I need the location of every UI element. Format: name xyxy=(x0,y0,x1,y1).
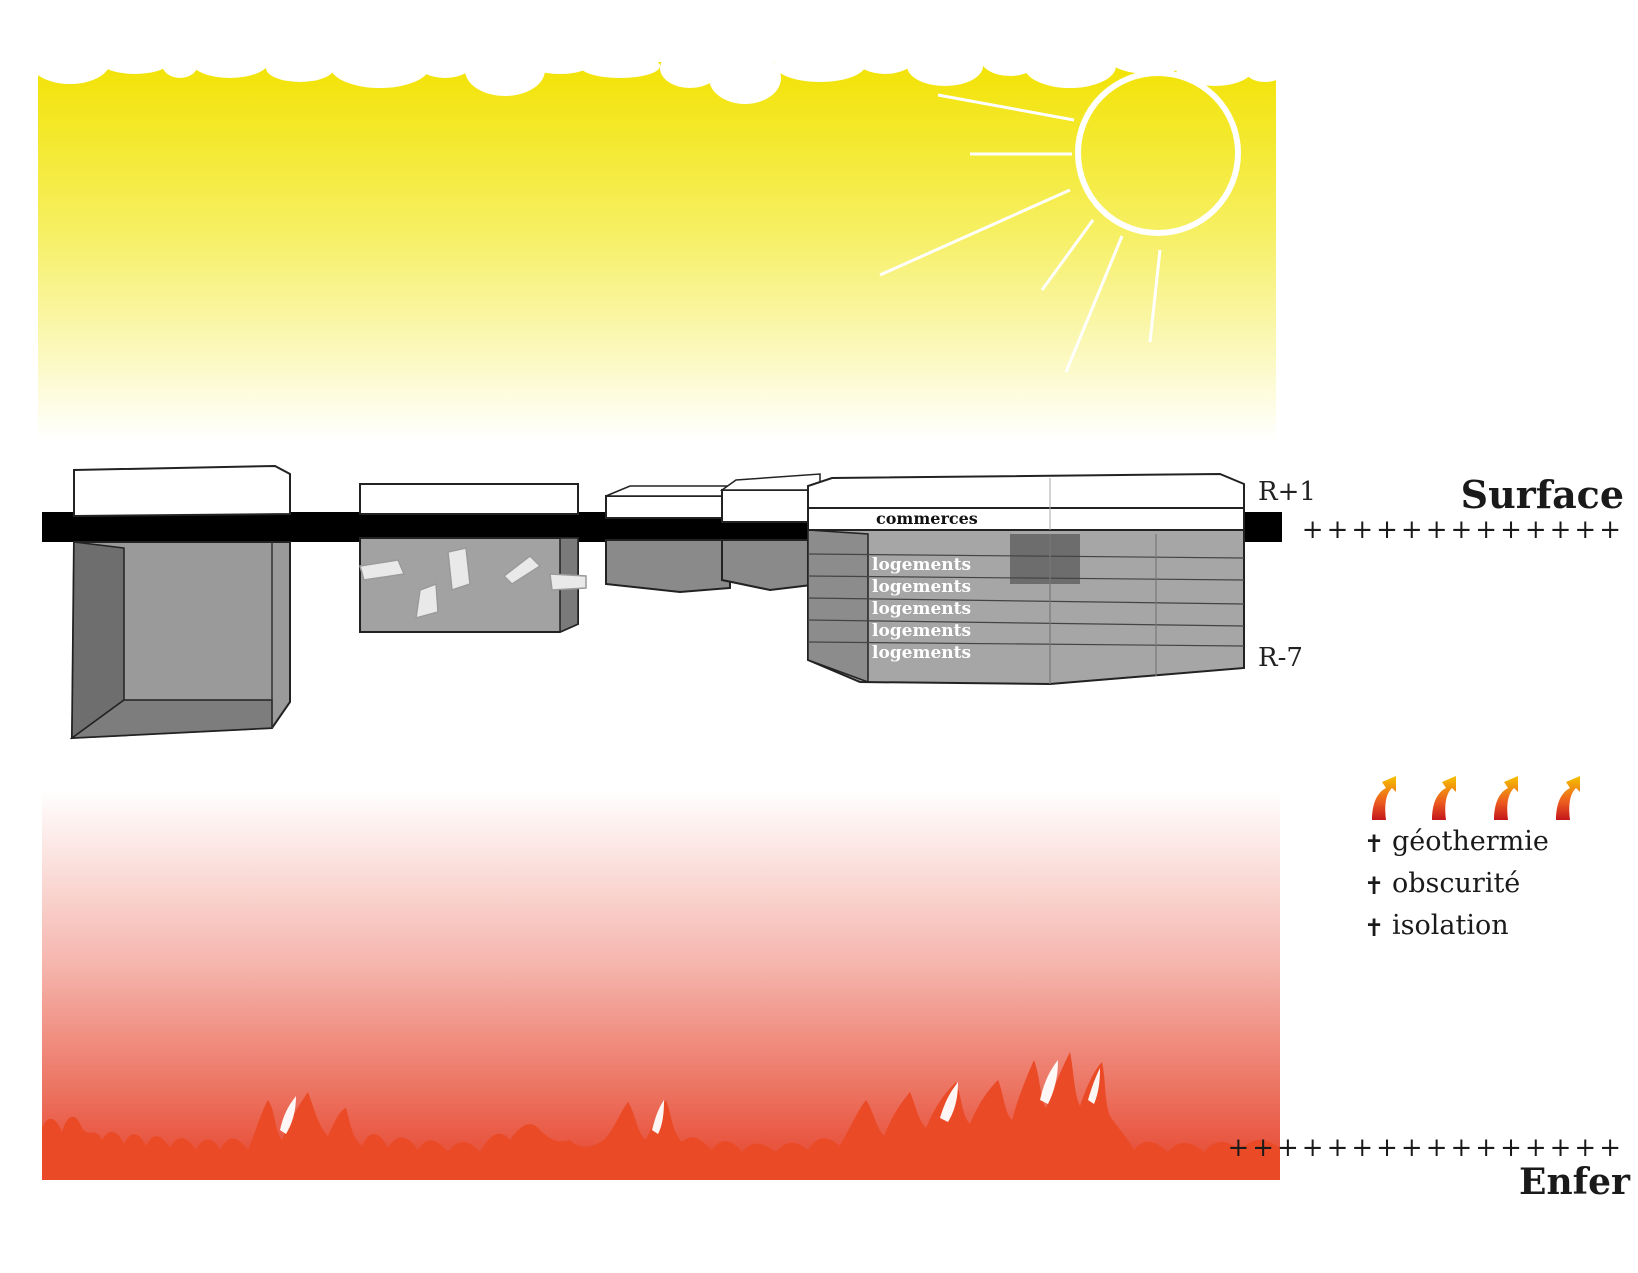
hell xyxy=(42,790,1280,1180)
logements-label: logements xyxy=(872,555,971,575)
logements-label: logements xyxy=(872,643,971,663)
sky xyxy=(30,0,1290,440)
level-r-minus-7: R-7 xyxy=(1258,643,1303,673)
surface-crosses: +++++++++++++ xyxy=(1302,515,1624,545)
cross-icon: ✝ xyxy=(1364,830,1384,858)
logements-label: logements xyxy=(872,577,971,597)
level-r-plus-1: R+1 xyxy=(1258,477,1316,507)
building-2 xyxy=(359,483,587,634)
flame-highlights xyxy=(280,1060,1100,1134)
enfer-crosses: ++++++++++++++++ xyxy=(1227,1133,1624,1163)
enfer-title: Enfer xyxy=(1519,1161,1631,1203)
logements-label: logements xyxy=(872,599,971,619)
logements-label: logements xyxy=(872,621,971,641)
building-4 xyxy=(719,473,821,592)
cloud-edge xyxy=(30,0,1290,104)
legend-item-obscurite: obscurité xyxy=(1392,868,1520,899)
heat-arrows xyxy=(1372,776,1580,820)
building-3 xyxy=(605,485,731,594)
heat-arrow-icon xyxy=(1556,776,1580,820)
building-5 xyxy=(807,472,1245,686)
logements-labels: logements logements logements logements … xyxy=(872,555,971,663)
legend-item-isolation: isolation xyxy=(1392,910,1509,941)
sun-icon xyxy=(879,70,1241,373)
legend-item-geothermie: géothermie xyxy=(1392,826,1549,857)
legend: ✝ géothermie ✝ obscurité ✝ isolation xyxy=(1364,826,1549,942)
building-1 xyxy=(69,464,291,740)
commerces-label: commerces xyxy=(876,509,978,528)
heat-arrow-icon xyxy=(1494,776,1518,820)
heat-arrow-icon xyxy=(1372,776,1396,820)
cross-icon: ✝ xyxy=(1364,872,1384,900)
surface-title: Surface xyxy=(1461,472,1624,517)
heat-arrow-icon xyxy=(1432,776,1456,820)
coffin-icons xyxy=(359,547,587,620)
cross-icon: ✝ xyxy=(1364,914,1384,942)
